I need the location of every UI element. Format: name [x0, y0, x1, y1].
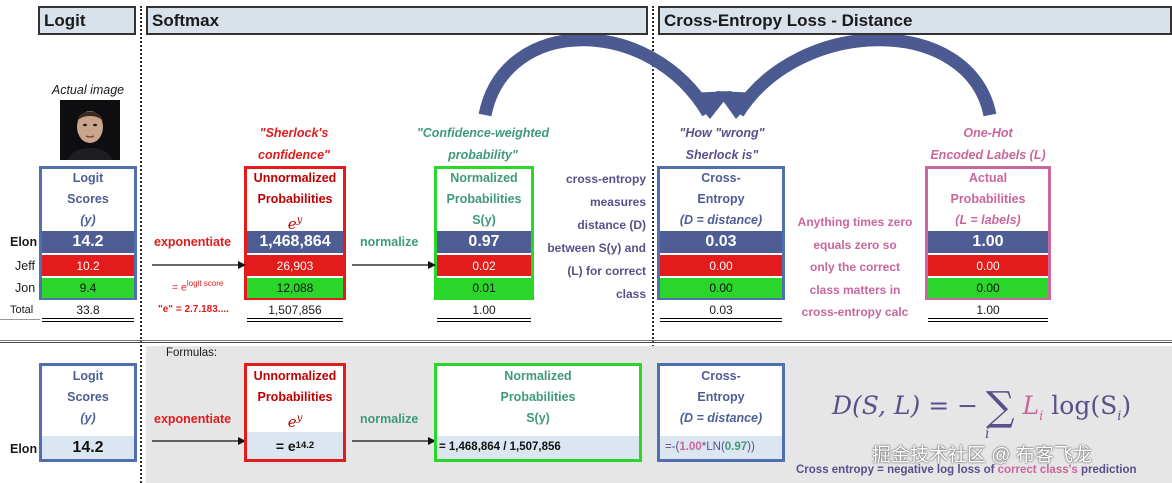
normalize-arrow — [352, 261, 436, 269]
arrow-onehot-to-ce — [732, 35, 997, 117]
logit-jeff: 10.2 — [42, 255, 134, 276]
image-caption: Actual image — [51, 83, 125, 97]
norm-jon: 0.01 — [437, 278, 531, 298]
ce-caption: "How "wrong"Sherlock is" — [679, 126, 765, 162]
header-softmax: Softmax — [146, 6, 648, 35]
normalize-label: normalize — [360, 235, 419, 249]
formula-norm-value: = 1,468,864 / 1,507,856 — [437, 436, 639, 459]
equation-sum-index: i — [985, 426, 990, 442]
header-logit: Logit — [38, 6, 136, 35]
ce-explanation: cross-entropy measures distance (D) betw… — [547, 172, 646, 301]
formula-normalize-arrow — [352, 437, 436, 445]
ce-table — [657, 166, 785, 300]
watermark: 掘金技术社区 @ 布客飞龙 — [872, 445, 1092, 466]
unnorm-table — [244, 166, 346, 300]
total-rule — [0, 319, 40, 320]
norm-table — [434, 166, 534, 300]
norm-total: 1.00 — [472, 303, 496, 317]
divider-softmax-ce — [652, 6, 654, 483]
norm-elon: 0.97 — [437, 231, 531, 253]
zero-note: Anything times zero equals zero so only … — [797, 215, 913, 319]
formula-exponentiate-arrow — [152, 437, 246, 445]
onehot-total-rule — [928, 318, 1048, 322]
formula-ce-value: =-(1.00*LN(0.97)) — [660, 436, 782, 459]
unnorm-jon: 12,088 — [247, 278, 343, 298]
e-constant: "e" = 2.7.183.... — [158, 304, 229, 315]
row-label-jon: Jon — [15, 281, 36, 295]
unnorm-elon: 1,468,864 — [247, 231, 343, 253]
logit-table — [39, 166, 137, 300]
exponentiate-arrow — [152, 261, 246, 269]
formula-exponentiate-label: exponentiate — [154, 412, 232, 426]
header-cross-entropy: Cross-Entropy Loss - Distance — [658, 6, 1172, 35]
divider-logit-softmax — [140, 6, 142, 483]
arrow-head-right — [716, 91, 760, 119]
section-divider-2 — [0, 342, 1172, 343]
formula-ce-head: Cross-Entropy(D = distance) — [679, 369, 763, 425]
row-label-total: Total — [10, 304, 34, 316]
ce-jon: 0.00 — [660, 278, 782, 298]
arrow-softmax-to-ce — [478, 35, 714, 117]
row-label-jeff: Jeff — [15, 259, 35, 273]
cross-entropy-equation: D(S, L) = − ∑ Li log(Si) — [832, 384, 1132, 430]
unnorm-total-rule — [247, 318, 343, 322]
onehot-total: 1.00 — [976, 303, 1000, 317]
section-divider — [0, 340, 1172, 341]
ce-total: 0.03 — [709, 303, 733, 317]
unnorm-total: 1,507,856 — [268, 303, 322, 317]
row-label-elon: Elon — [10, 235, 38, 249]
logit-elon: 14.2 — [42, 231, 134, 253]
logit-total-rule — [42, 318, 134, 322]
onehot-table — [925, 166, 1051, 300]
formula-logit-value: 14.2 — [42, 436, 134, 459]
ce-total-rule — [660, 318, 782, 322]
onehot-jon: 0.00 — [928, 278, 1048, 298]
formula-row-label-elon: Elon — [10, 442, 38, 456]
unnorm-jeff: 26,903 — [247, 255, 343, 276]
onehot-jeff: 0.00 — [928, 255, 1048, 276]
ce-head: Cross-Entropy(D = distance) — [679, 171, 763, 227]
e-logit-formula: = elogit score — [172, 279, 224, 294]
exponentiate-label: exponentiate — [154, 235, 232, 249]
ce-jeff: 0.00 — [660, 255, 782, 276]
footer-note: Cross entropy = negative log loss of cor… — [796, 464, 1137, 476]
face-photo — [60, 100, 120, 160]
logit-total: 33.8 — [76, 303, 100, 317]
flow-arrows — [478, 35, 997, 119]
norm-total-rule — [437, 318, 531, 322]
formula-normalize-label: normalize — [360, 412, 419, 426]
norm-jeff: 0.02 — [437, 255, 531, 276]
logit-jon: 9.4 — [42, 278, 134, 298]
ce-elon: 0.03 — [660, 231, 782, 253]
formulas-label: Formulas: — [166, 347, 218, 359]
onehot-elon: 1.00 — [928, 231, 1048, 253]
